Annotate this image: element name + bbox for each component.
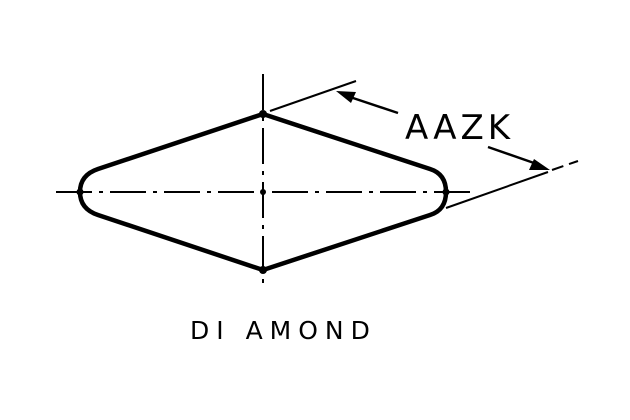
center-dot [260,189,266,195]
right-end-dot [442,188,450,196]
left-end-dot [76,188,84,196]
shape-label: DI AMOND [190,316,377,345]
dimension-label: AAZK [405,108,514,148]
lower-leader-line [487,145,535,165]
lower-arrowhead [529,159,550,170]
upper-arrowhead [336,91,356,103]
top-vertex-dot [259,110,267,118]
upper-leader-line [349,95,399,115]
lower-extension-dash [551,160,579,171]
lower-extension-line [445,171,549,209]
bottom-vertex-dot [259,266,267,274]
upper-extension-line [269,80,357,112]
